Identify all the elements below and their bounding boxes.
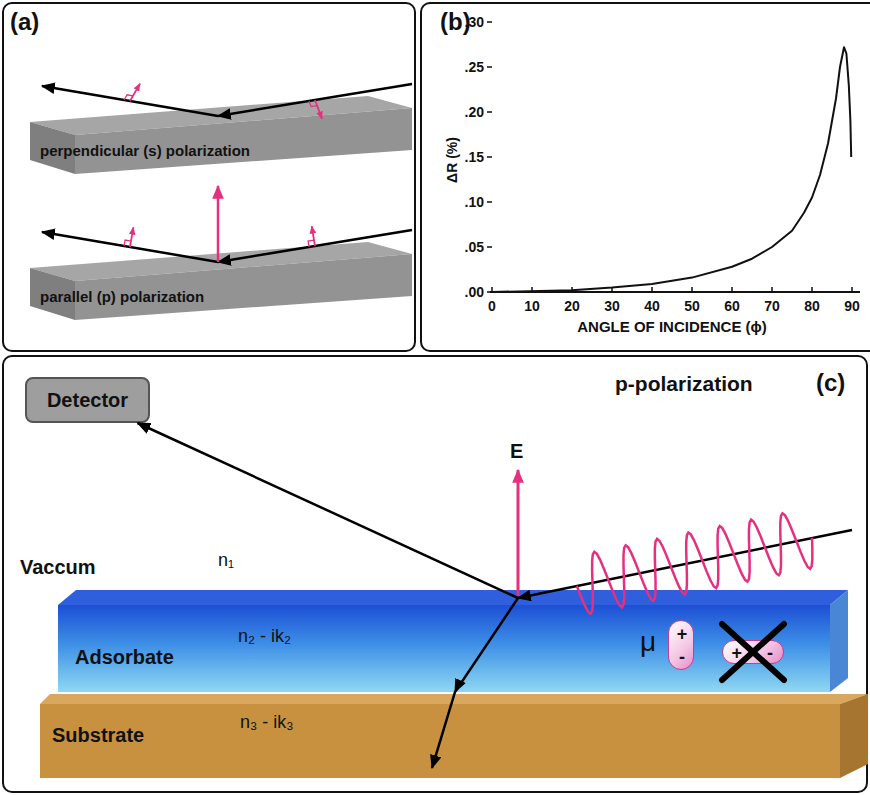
charge-sign: + [677,624,688,645]
tick-label: 90 [844,298,860,314]
y-ticks [487,22,492,292]
panel-letter: (c) [816,369,845,397]
panel: perpendicular (s) polarization parallel (… [2,2,416,352]
dipole: +- [668,620,694,670]
tick-label: .30 [465,14,484,30]
axis-title: ANGLE OF INCIDENCE (ϕ) [577,318,767,335]
polarization-arrow [315,100,322,119]
reflected-ray [138,423,518,598]
field-vector [217,186,220,262]
right-angle-mark [308,240,314,247]
tick-label: 70 [764,298,780,314]
layer-label: perpendicular (s) polarization [40,142,250,159]
layer-front [58,605,830,692]
slab-front [75,108,412,174]
reflectance-curve [492,47,851,292]
tick-label: .00 [465,284,484,300]
refracted-ray [432,598,518,768]
charge-sign: + [731,643,742,664]
tick-label: .05 [465,239,484,255]
tick-label: 10 [524,298,540,314]
layer-outline [28,238,414,322]
right-angle-mark [309,101,317,107]
refractive-index: n₃ - ik₃ [240,712,294,733]
forbidden-cross [722,624,784,680]
tick-label: 60 [724,298,740,314]
tick-label: 40 [644,298,660,314]
tick-label: 30 [604,298,620,314]
layer-top [58,590,848,605]
refractive-index: n₂ - ik₂ [238,626,291,647]
polarization-arrow [130,84,140,101]
charge-sign: - [679,647,685,668]
tick-label: .20 [465,104,484,120]
polarization-arrow [312,226,315,246]
annotation: Vaccum [20,556,96,579]
substrate-layer: Substrate n₃ - ik₃ [40,694,868,780]
tick-label: 50 [684,298,700,314]
layer-side [830,590,848,692]
panel-letter: (a) [10,8,39,36]
slab-front [75,254,412,320]
layer-label: Substrate [52,724,144,747]
dipole-symbol: μ [640,626,656,658]
light-wave [577,513,813,614]
right-angle-mark [124,240,131,246]
light-rays [42,84,412,262]
field-vector [517,470,520,596]
layer-outline [40,694,868,780]
detector-box: Detector [25,377,150,423]
chart [487,22,860,292]
charge-sign: - [767,643,773,664]
axis-title: ΔR (%) [444,137,460,183]
tick-label: 20 [564,298,580,314]
annotation: n₁ [218,550,234,571]
tick-label: .10 [465,194,484,210]
tick-label: 80 [804,298,820,314]
sample-slab: perpendicular (s) polarization [28,92,414,176]
layer-label: Adsorbate [75,646,174,669]
right-angle-mark [124,95,133,100]
polarization-arrow [130,227,133,247]
sample-slab: parallel (p) polarization [28,238,414,322]
light-wave [577,513,813,614]
panel: Detector+-+-Adsorbaten₂ - ik₂Substraten₃… [2,355,868,793]
layer-side [840,694,868,778]
layer-label: parallel (p) polarization [40,288,204,305]
tick-label: .25 [465,59,484,75]
layer-outline [28,92,414,176]
tick-label: .15 [465,149,484,165]
incident-ray [518,530,852,598]
layer-label: Detector [47,389,128,412]
annotation: E [510,440,523,463]
annotation: p-polarization [615,372,753,396]
polarization-marks [124,84,322,247]
tick-label: 0 [488,298,496,314]
